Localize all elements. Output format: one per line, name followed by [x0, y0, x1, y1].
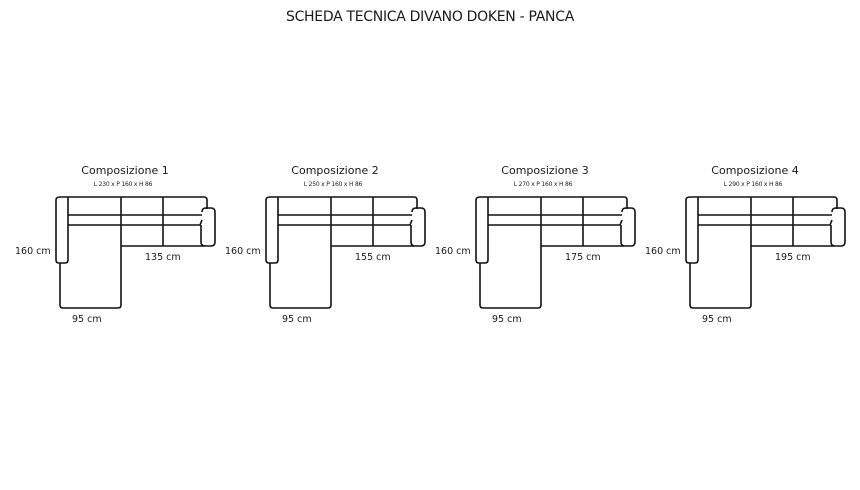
composition-name: Composizione 1: [81, 164, 169, 177]
composition-3: Composizione 3 L 270 x P 160 x H 86 160 …: [430, 162, 640, 332]
composition-name: Composizione 2: [291, 164, 379, 177]
width-label: 195 cm: [775, 252, 811, 263]
sofa-plan-diagram: [265, 196, 426, 309]
chaise-width-label: 95 cm: [72, 314, 102, 325]
depth-label: 160 cm: [225, 246, 261, 257]
depth-label: 160 cm: [645, 246, 681, 257]
sofa-plan-diagram: [685, 196, 846, 309]
depth-label: 160 cm: [435, 246, 471, 257]
composition-2: Composizione 2 L 250 x P 160 x H 86 160 …: [220, 162, 430, 332]
composition-dimensions: L 270 x P 160 x H 86: [513, 181, 573, 188]
chaise-width-label: 95 cm: [492, 314, 522, 325]
page-title: SCHEDA TECNICA DIVANO DOKEN - PANCA: [286, 9, 574, 25]
chaise-width-label: 95 cm: [702, 314, 732, 325]
composition-1: Composizione 1 L 230 x P 160 x H 86 160 …: [10, 162, 220, 332]
width-label: 155 cm: [355, 252, 391, 263]
sofa-plan-diagram: [55, 196, 216, 309]
depth-label: 160 cm: [15, 246, 51, 257]
sofa-plan-diagram: [475, 196, 636, 309]
composition-dimensions: L 250 x P 160 x H 86: [303, 181, 363, 188]
width-label: 175 cm: [565, 252, 601, 263]
width-label: 135 cm: [145, 252, 181, 263]
composition-dimensions: L 230 x P 160 x H 86: [93, 181, 153, 188]
composition-name: Composizione 4: [711, 164, 799, 177]
composition-dimensions: L 290 x P 160 x H 86: [723, 181, 783, 188]
chaise-width-label: 95 cm: [282, 314, 312, 325]
composition-4: Composizione 4 L 290 x P 160 x H 86 160 …: [640, 162, 850, 332]
composition-name: Composizione 3: [501, 164, 589, 177]
